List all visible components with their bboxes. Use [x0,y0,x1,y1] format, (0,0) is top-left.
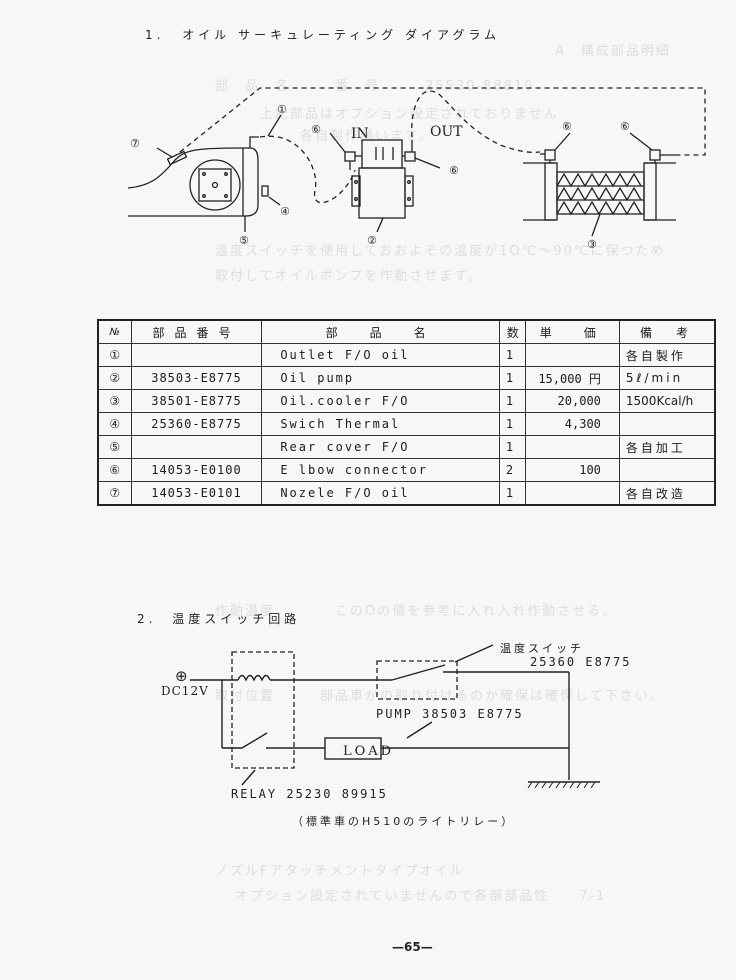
pump-label: PUMP 38503 E8775 [376,707,524,721]
cell-price [525,481,620,506]
cell-note: 1500Kcal/h [618,389,716,413]
cell-part-number [130,435,263,459]
cell-no: ③ [97,389,132,413]
cell-part-number: 38503-E8775 [130,366,263,390]
thermo-switch-part: 25360 E8775 [530,655,632,669]
header-part-number: 部品番号 [130,319,263,344]
header-qty: 数 [498,319,527,344]
callout-6a: ⑥ [311,123,321,136]
bleed-through-text: 作動温度 このOの値を参考に入れ入れ作動させる。 [215,604,618,619]
cell-price [525,343,620,367]
header-no: № [97,319,132,344]
load-label: LOAD [343,744,394,759]
table-row: ② 38503-E8775 Oil pump 1 15,000 円 5ℓ/min [97,366,716,390]
callout-1: ① [277,103,287,116]
callout-6b: ⑥ [449,164,459,177]
cell-note: 各自製作 [618,343,716,367]
callout-6c: ⑥ [562,120,572,133]
bleed-through-text: 取付してオイルポンプを作動させます。 [215,269,483,284]
callout-4: ④ [280,205,290,218]
power-positive-icon: ⊕ [175,667,188,685]
oil-circulating-diagram: IN OUT ⑦ ① ④ ⑤ ② ⑥ ⑥ ⑥ ⑥ ③ [127,87,706,251]
bleed-through-text: ノズルFアタッチメントタイプオイル [215,864,465,879]
callout-7: ⑦ [130,137,140,150]
cell-qty: 1 [498,481,527,506]
header-unit-price: 単 価 [525,319,620,344]
bleed-through-text: 部 品 名 番 号 25530-88810 [215,79,535,94]
table-row: ③ 38501-E8775 Oil.cooler F/O 1 20,000 15… [97,389,716,413]
bleed-through-text: オプション設定されていませんので各部部品性 7-1 [235,889,607,904]
header-note: 備 考 [618,319,716,344]
cell-note [618,458,716,482]
cell-part-name: Nozele F/O oil [261,481,500,506]
section-2-text: 温度スイッチ回路 [172,612,301,626]
cell-note: 各自加工 [618,435,716,459]
section-1-text: オイル サーキュレーティング ダイアグラム [182,28,500,42]
bleed-through-text: A 構成部品明細 [555,44,671,59]
section-2-title: 2. 温度スイッチ回路 [137,610,300,627]
section-1-number: 1. [145,28,165,42]
bleed-through-text: 上記部品はオプション設定されておりません [260,107,559,122]
cell-part-name: Outlet F/O oil [261,343,500,367]
cell-part-name: Oil pump [261,366,500,390]
cell-part-number: 14053-E0101 [130,481,263,506]
cell-part-name: E lbow connector [261,458,500,482]
bleed-through-text: 取付位置 部品車がの取り付けるのか確保は確保して下さい。 [215,689,665,704]
cell-no: ① [97,343,132,367]
cell-price: 20,000 [525,389,620,413]
relay-label: RELAY 25230 89915 [231,787,388,801]
callout-6d: ⑥ [620,120,630,133]
cell-no: ④ [97,412,132,436]
header-part-name: 部 品 名 [261,319,500,344]
callout-2: ② [367,234,377,247]
cell-qty: 1 [498,343,527,367]
power-label: DC12V [161,684,209,698]
cell-qty: 1 [498,366,527,390]
section-2-number: 2. [137,612,157,626]
cell-no: ⑥ [97,458,132,482]
parts-table: № 部品番号 部 品 名 数 単 価 備 考 ① Outlet F/O oil … [97,319,716,506]
cell-part-number: 38501-E8775 [130,389,263,413]
cell-note: 各自改造 [618,481,716,506]
diagram-label-out: OUT [430,124,463,140]
callout-3: ③ [587,238,597,251]
cell-part-name: Swich Thermal [261,412,500,436]
page-number: —65— [392,940,433,954]
cell-no: ⑤ [97,435,132,459]
thermo-switch-label: 温度スイッチ [500,642,584,655]
section-1-title: 1. オイル サーキュレーティング ダイアグラム [145,26,500,43]
cell-price: 100 [525,458,620,482]
cell-qty: 1 [498,412,527,436]
cell-note [618,412,716,436]
cell-qty: 1 [498,389,527,413]
cell-price: 15,000 円 [525,366,620,390]
relay-note: （標準車のH510のライトリレー） [292,815,516,828]
table-row: ⑤ Rear cover F/O 1 各自加工 [97,435,716,459]
table-row: ⑥ 14053-E0100 E lbow connector 2 100 [97,458,716,482]
cell-part-name: Oil.cooler F/O [261,389,500,413]
cell-no: ② [97,366,132,390]
cell-part-number: 14053-E0100 [130,458,263,482]
bleed-through-text: 温度スイッチを使用しておおよその温度が1O℃～90℃に保つため [215,244,666,259]
callout-5: ⑤ [239,234,249,247]
cell-part-name: Rear cover F/O [261,435,500,459]
table-header-row: № 部品番号 部 品 名 数 単 価 備 考 [97,319,716,344]
cell-part-number: 25360-E8775 [130,412,263,436]
diagram-label-in: IN [351,126,369,142]
cell-price: 4,300 [525,412,620,436]
cell-qty: 1 [498,435,527,459]
cell-part-number [130,343,263,367]
cell-qty: 2 [498,458,527,482]
cell-price [525,435,620,459]
table-row: ⑦ 14053-E0101 Nozele F/O oil 1 各自改造 [97,481,716,506]
table-row: ① Outlet F/O oil 1 各自製作 [97,343,716,367]
cell-no: ⑦ [97,481,132,506]
cell-note: 5ℓ/min [618,366,716,390]
table-row: ④ 25360-E8775 Swich Thermal 1 4,300 [97,412,716,436]
